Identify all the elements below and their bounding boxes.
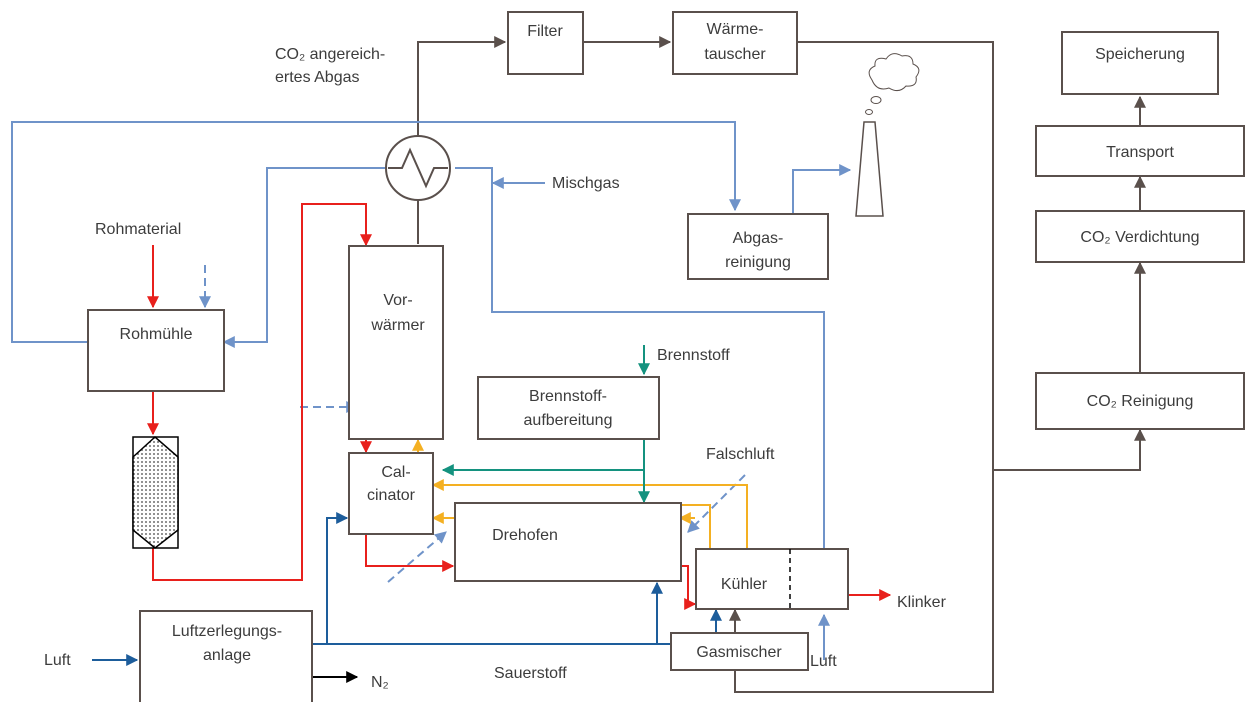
svg-text:cinator: cinator <box>367 487 416 504</box>
box-drehofen: Drehofen <box>454 502 682 582</box>
svg-text:CO₂ Verdichtung: CO₂ Verdichtung <box>1080 229 1199 246</box>
flow-line-silo-to-vorwaermer <box>152 203 372 581</box>
label-mischgas: Mischgas <box>552 175 620 192</box>
svg-text:ertes Abgas: ertes Abgas <box>275 69 360 86</box>
svg-text:CO₂ angereich-: CO₂ angereich- <box>275 46 385 63</box>
svg-text:reinigung: reinigung <box>725 254 791 271</box>
silo-icon <box>132 435 179 549</box>
heat-exchanger-icon <box>385 135 451 201</box>
box-speicherung: Speicherung <box>1061 31 1219 95</box>
label-co2-abgas: CO₂ angereich- ertes Abgas <box>275 46 385 86</box>
svg-text:anlage: anlage <box>203 647 251 664</box>
label-sauerstoff: Sauerstoff <box>494 665 567 682</box>
svg-text:Brennstoff-: Brennstoff- <box>529 388 607 405</box>
flow-line-calcinator-to-drehofen <box>365 535 455 572</box>
label-n2: N₂ <box>371 674 389 691</box>
box-co2-reinigung: CO₂ Reinigung <box>1035 372 1245 430</box>
svg-text:Cal-: Cal- <box>381 464 410 481</box>
material-lines <box>147 203 892 610</box>
flow-line-co2-loop <box>734 41 994 693</box>
svg-text:aufbereitung: aufbereitung <box>524 412 613 429</box>
gas-lines <box>417 36 1146 693</box>
label-rohmaterial: Rohmaterial <box>95 221 181 238</box>
svg-text:Filter: Filter <box>527 23 563 40</box>
svg-text:Rohmühle: Rohmühle <box>120 326 193 343</box>
air-lines <box>11 121 852 660</box>
chimney-icon <box>855 121 884 217</box>
box-waermetauscher: Wärme- tauscher <box>672 11 798 75</box>
svg-text:Speicherung: Speicherung <box>1095 46 1185 63</box>
flow-line-kuehler-to-calcinator-top <box>431 479 748 548</box>
svg-text:tauscher: tauscher <box>704 46 766 63</box>
svg-text:Vor-: Vor- <box>383 292 412 309</box>
box-brennstoffaufbereitung: Brennstoff- aufbereitung <box>477 376 660 440</box>
svg-text:Abgas-: Abgas- <box>733 230 784 247</box>
box-abgasreinigung: Abgas- reinigung <box>687 213 829 280</box>
flow-line-fuel-to-calcinator <box>441 439 645 476</box>
box-rohmuehle: Rohmühle <box>87 309 225 392</box>
label-luft-left: Luft <box>44 652 71 669</box>
svg-text:Luftzerlegungs-: Luftzerlegungs- <box>172 623 282 640</box>
svg-text:Drehofen: Drehofen <box>492 527 558 544</box>
svg-text:Wärme-: Wärme- <box>707 21 764 38</box>
svg-text:Transport: Transport <box>1106 144 1174 161</box>
box-calcinator: Cal- cinator <box>348 452 434 535</box>
oxygen-lines <box>92 512 722 666</box>
label-falschluft: Falschluft <box>706 446 775 463</box>
flow-line-falschluft <box>687 474 746 533</box>
box-co2-verdichtung: CO₂ Verdichtung <box>1035 210 1245 263</box>
box-luftzerlegungsanlage: Luftzerlegungs- anlage <box>139 610 313 702</box>
flow-line-drehofen-to-kuehler <box>681 565 697 610</box>
label-luft-bottom: Luft <box>810 653 837 670</box>
fuel-lines <box>441 345 650 504</box>
label-klinker: Klinker <box>897 594 947 611</box>
flow-line-kuehler-exhaust <box>455 167 825 548</box>
flow-line-oxygen-to-calcinator <box>326 512 349 644</box>
label-brennstoff: Brennstoff <box>657 347 730 364</box>
box-transport: Transport <box>1035 125 1245 177</box>
flow-line-air-to-abgasreinigung <box>11 121 741 343</box>
svg-text:Kühler: Kühler <box>721 576 768 593</box>
flow-line-air-to-rohmuehle <box>222 167 385 348</box>
svg-text:wärmer: wärmer <box>370 317 425 334</box>
svg-text:Gasmischer: Gasmischer <box>696 644 782 661</box>
flow-line-to-reinigung <box>993 428 1146 471</box>
flow-line-to-chimney <box>792 164 852 214</box>
svg-text:CO₂ Reinigung: CO₂ Reinigung <box>1087 393 1194 410</box>
box-kuehler: Kühler <box>695 548 849 610</box>
box-gasmischer: Gasmischer <box>670 632 809 671</box>
box-vorwaermer: Vor- wärmer <box>348 245 444 440</box>
box-filter: Filter <box>507 11 584 75</box>
flow-line-dashed-drehofen <box>387 531 447 583</box>
smoke-cloud-icon <box>865 53 920 115</box>
